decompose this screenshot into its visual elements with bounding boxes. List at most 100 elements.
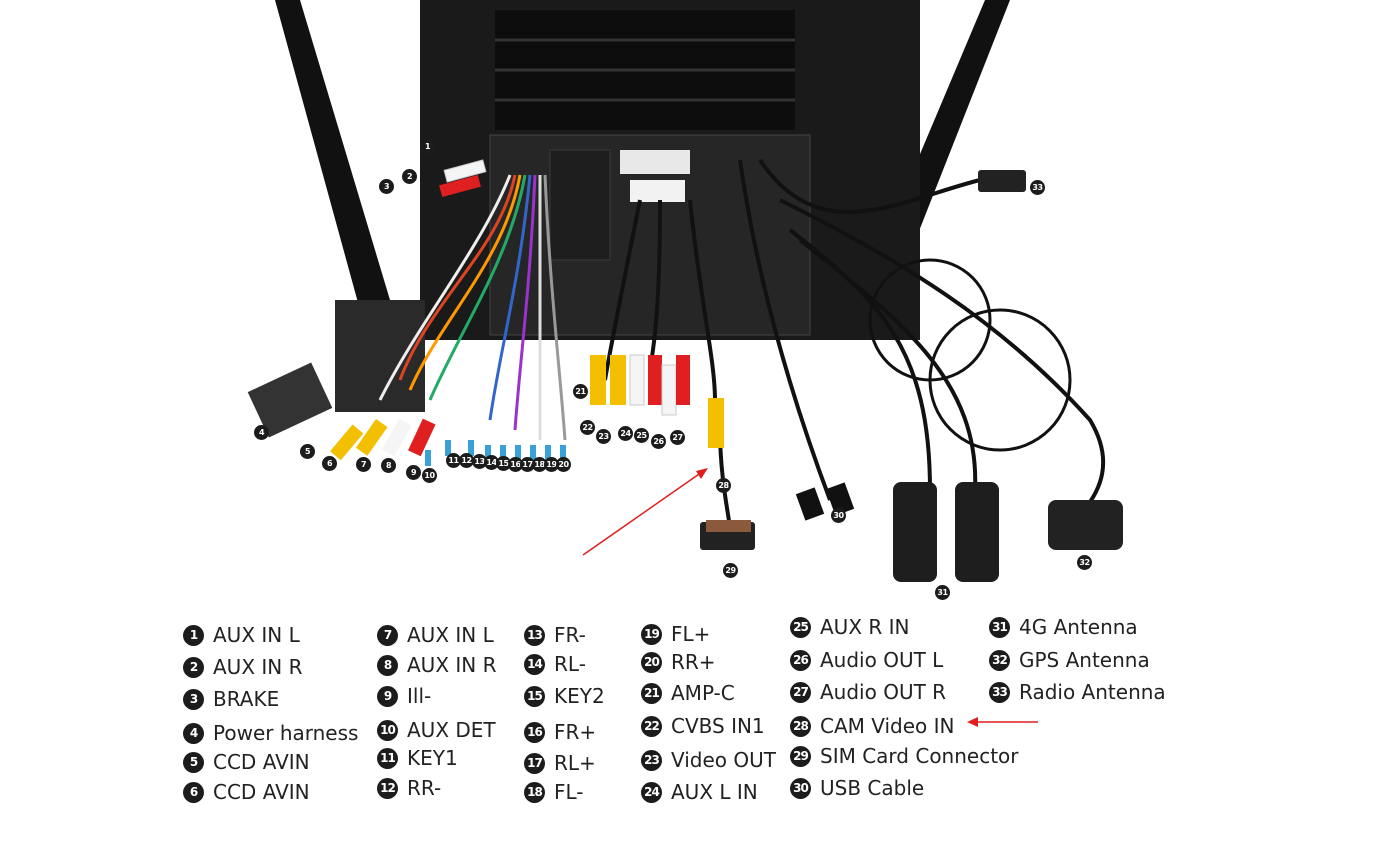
photo-pin: 6: [322, 456, 337, 471]
photo-pin: 31: [935, 585, 950, 600]
legend-label: AUX L IN: [671, 780, 758, 804]
4g-antenna-left: [893, 482, 937, 582]
legend-item: 15 KEY2: [524, 684, 605, 708]
legend-number: 4: [183, 722, 204, 744]
legend-number: 31: [989, 616, 1010, 638]
legend-label: RL+: [554, 751, 596, 775]
photo-pin: 25: [634, 428, 649, 443]
photo-pin: 23: [596, 429, 611, 444]
legend-item: 4 Power harness: [183, 721, 358, 745]
photo-pin: 2: [402, 169, 417, 184]
legend-number: 22: [641, 715, 662, 737]
photo-pin: 17: [520, 457, 535, 472]
photo-pin: 32: [1077, 555, 1092, 570]
legend-item: 21 AMP-C: [641, 681, 735, 705]
legend-label: Ill-: [407, 684, 432, 708]
legend-number: 7: [377, 624, 398, 646]
photo-pin: 30: [831, 508, 846, 523]
legend-number: 21: [641, 682, 662, 704]
legend-label: CAM Video IN: [820, 714, 955, 738]
photo-pin: 10: [422, 468, 437, 483]
photo-pin: 26: [651, 434, 666, 449]
photo-pin: 19: [544, 457, 559, 472]
photo-pin: 3: [379, 179, 394, 194]
photo-pin: 22: [580, 420, 595, 435]
legend-number: 26: [790, 649, 811, 671]
legend-item: 1 AUX IN L: [183, 623, 300, 647]
legend-item: 3 BRAKE: [183, 687, 279, 711]
legend-label: USB Cable: [820, 776, 925, 800]
legend-label: SIM Card Connector: [820, 744, 1019, 768]
legend-label: AUX IN R: [213, 655, 303, 679]
photo-pin: 9: [406, 465, 421, 480]
photo-pin: 24: [618, 426, 633, 441]
connector-block: [620, 150, 690, 174]
photo-pin: 15: [496, 456, 511, 471]
photo-pin: 21: [573, 384, 588, 399]
legend-item-highlighted: 28 CAM Video IN: [790, 714, 955, 738]
legend-label: AMP-C: [671, 681, 735, 705]
photo-pin: 1: [420, 139, 435, 154]
legend-label: BRAKE: [213, 687, 280, 711]
legend-label: RR+: [671, 650, 716, 674]
legend-label: RR-: [407, 776, 442, 800]
legend-label: RL-: [554, 652, 586, 676]
legend-number: 13: [524, 624, 545, 646]
legend-label: Power harness: [213, 721, 359, 745]
legend-item: 12 RR-: [377, 776, 441, 800]
photo-pin: 27: [670, 430, 685, 445]
legend-number: 11: [377, 747, 398, 769]
legend-item: 32 GPS Antenna: [989, 648, 1150, 672]
legend-item: 30 USB Cable: [790, 776, 924, 800]
frame-left-arm: [275, 0, 390, 310]
legend-number: 30: [790, 777, 811, 799]
legend-label: FR+: [554, 720, 597, 744]
photo-pin: 18: [532, 457, 547, 472]
photo-pin: 28: [716, 478, 731, 493]
photo-arrow: [696, 468, 708, 479]
legend-number: 2: [183, 656, 204, 678]
legend-label: CVBS IN1: [671, 714, 765, 738]
legend-label: AUX DET: [407, 718, 496, 742]
legend-label: FL-: [554, 780, 584, 804]
photo-pin: 33: [1030, 180, 1045, 195]
legend-number: 15: [524, 685, 545, 707]
legend-number: 20: [641, 651, 662, 673]
legend-number: 19: [641, 623, 662, 645]
photo-pin: 7: [356, 457, 371, 472]
legend-item: 2 AUX IN R: [183, 655, 303, 679]
legend-label: GPS Antenna: [1019, 648, 1150, 672]
legend-number: 28: [790, 715, 811, 737]
cam-video-rca: [708, 398, 724, 448]
photo-pin: 12: [459, 453, 474, 468]
legend-number: 32: [989, 649, 1010, 671]
legend-number: 12: [377, 777, 398, 799]
legend-number: 18: [524, 781, 545, 803]
photo-pin: 8: [381, 458, 396, 473]
legend-label: Video OUT: [671, 748, 776, 772]
legend-number: 25: [790, 616, 811, 638]
legend-number: 1: [183, 624, 204, 646]
legend-label: AUX IN R: [407, 653, 497, 677]
4g-antenna-right: [955, 482, 999, 582]
legend-label: AUX IN L: [407, 623, 494, 647]
harness-plug: [247, 362, 333, 438]
legend-label: AUX IN L: [213, 623, 300, 647]
photo-pin: 29: [723, 563, 738, 578]
legend-label: Audio OUT R: [820, 680, 947, 704]
legend-number: 3: [183, 688, 204, 710]
legend-item: 18 FL-: [524, 780, 584, 804]
legend-label: KEY2: [554, 684, 605, 708]
